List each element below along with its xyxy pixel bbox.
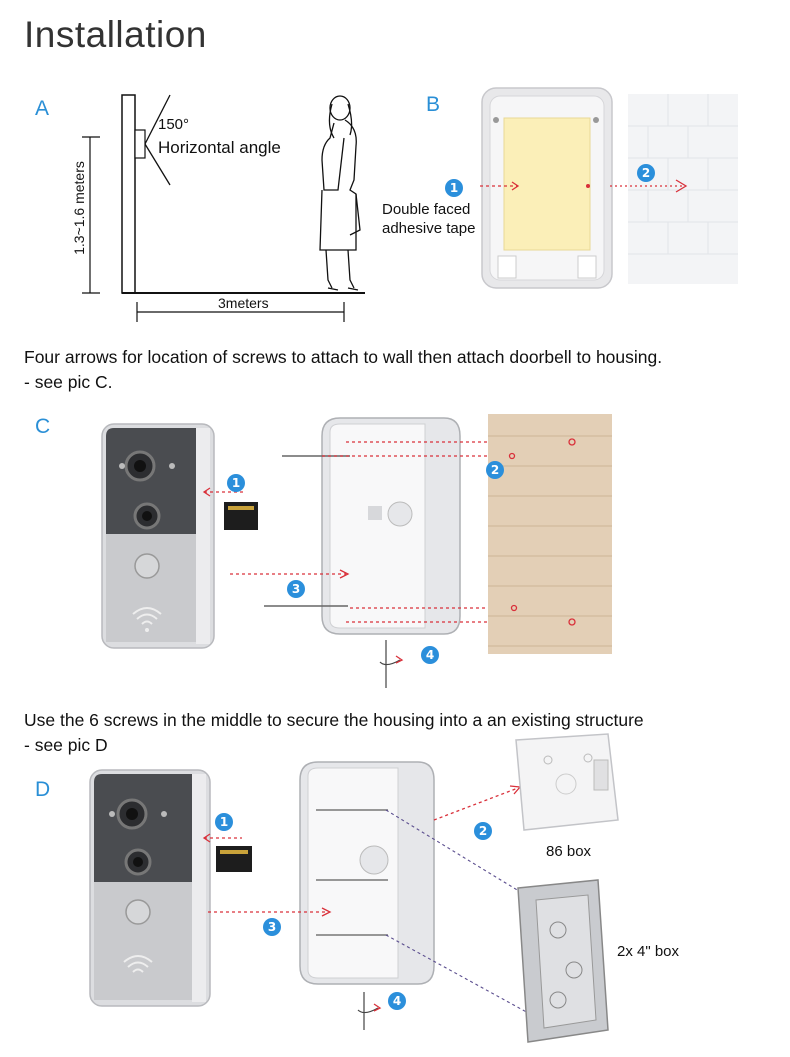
c-step-4-badge: 4 (421, 646, 439, 664)
angle-text: Horizontal angle (158, 138, 281, 157)
tape-text-line1: Double faced (382, 201, 471, 218)
instruction-c-line1: Four arrows for location of screws to at… (24, 347, 663, 367)
b-step-1-badge: 1 (445, 179, 463, 197)
c-step-2-badge: 2 (486, 461, 504, 479)
diagram-b (478, 87, 738, 289)
d-step-2-badge: 2 (474, 822, 492, 840)
diagram-c (101, 414, 612, 688)
c-step-3-badge: 3 (287, 580, 305, 598)
c-step-1-badge: 1 (227, 474, 245, 492)
diagram-a (82, 94, 365, 322)
section-c-label: C (35, 415, 51, 438)
instruction-d-line1: Use the 6 screws in the middle to secure… (24, 710, 644, 730)
section-b-label: B (426, 93, 441, 116)
section-a-label: A (35, 97, 50, 120)
b-step-2-badge: 2 (637, 164, 655, 182)
distance-text: 3meters (218, 295, 269, 311)
tape-text-line2: adhesive tape (382, 220, 476, 237)
box-86-label: 86 box (546, 843, 592, 860)
instruction-d-line2: - see pic D (24, 735, 108, 755)
person-figure (319, 95, 361, 291)
d-step-3-badge: 3 (263, 918, 281, 936)
d-step-4-badge: 4 (388, 992, 406, 1010)
angle-value: 150° (158, 116, 190, 133)
instruction-c-line2: - see pic C. (24, 372, 113, 392)
d-step-1-badge: 1 (215, 813, 233, 831)
diagram-d (89, 733, 619, 1043)
page-title: Installation (24, 14, 207, 55)
height-text: 1.3~1.6 meters (71, 161, 87, 255)
box-2x4-label: 2x 4" box (617, 943, 680, 960)
section-d-label: D (35, 778, 51, 801)
